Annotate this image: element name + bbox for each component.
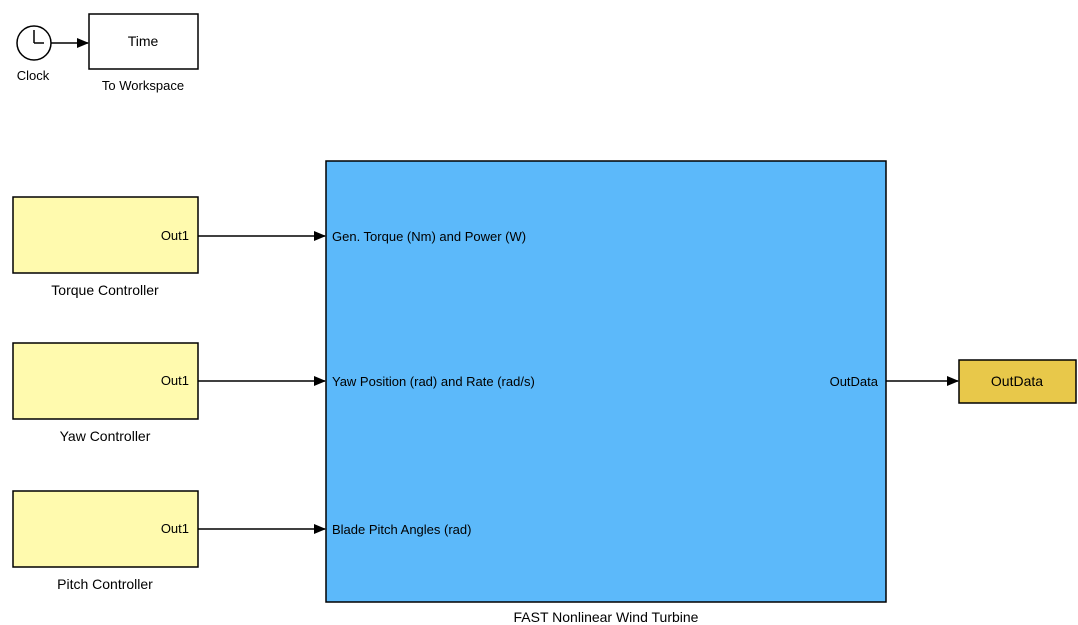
torque-controller-block[interactable]: [12, 196, 199, 274]
turbine-label: FAST Nonlinear Wind Turbine: [514, 609, 699, 625]
turbine-subsystem-block[interactable]: [325, 160, 887, 603]
torque-controller[interactable]: Out1 Torque Controller: [12, 196, 199, 298]
outdata-outport-label: OutData: [991, 373, 1043, 389]
to-workspace-block[interactable]: [88, 13, 199, 70]
clock-label: Clock: [17, 68, 50, 83]
turbine-input-torque: Gen. Torque (Nm) and Power (W): [332, 229, 526, 244]
to-workspace-variable: Time: [128, 33, 159, 49]
outdata-outport-block[interactable]: [958, 359, 1077, 404]
clock-block[interactable]: [16, 25, 52, 61]
yaw-controller-port: Out1: [161, 373, 189, 388]
turbine-output-port: OutData: [830, 374, 879, 389]
turbine-input-pitch: Blade Pitch Angles (rad): [332, 522, 471, 537]
torque-controller-port: Out1: [161, 228, 189, 243]
yaw-controller-label: Yaw Controller: [60, 428, 151, 444]
yaw-controller[interactable]: Out1 Yaw Controller: [12, 342, 199, 444]
turbine-input-yaw: Yaw Position (rad) and Rate (rad/s): [332, 374, 535, 389]
pitch-controller-block[interactable]: [12, 490, 199, 568]
pitch-controller-port: Out1: [161, 521, 189, 536]
pitch-controller-label: Pitch Controller: [57, 576, 153, 592]
pitch-controller[interactable]: Out1 Pitch Controller: [12, 490, 199, 592]
to-workspace-label: To Workspace: [102, 78, 184, 93]
torque-controller-label: Torque Controller: [51, 282, 159, 298]
